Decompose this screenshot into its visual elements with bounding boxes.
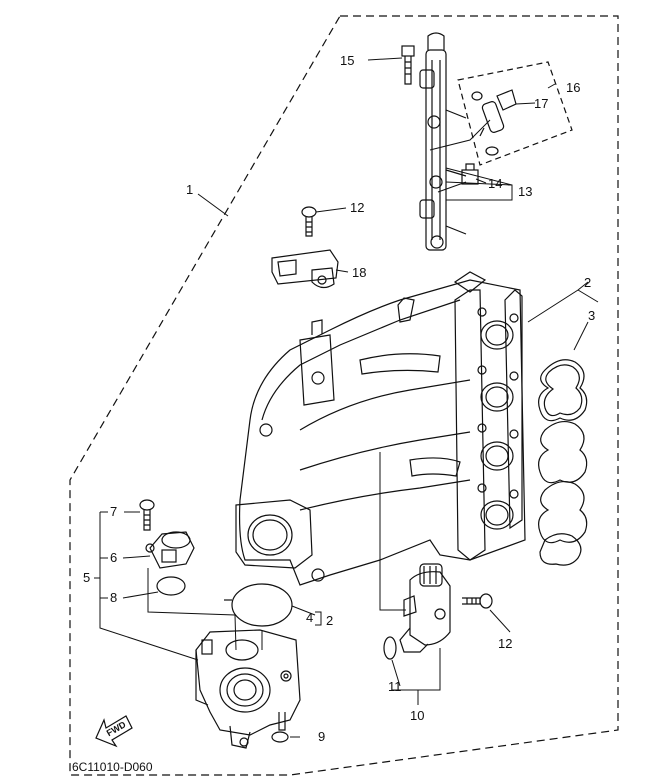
assembly-boundary xyxy=(69,15,619,776)
fwd-arrow-icon xyxy=(95,715,133,748)
bolt-9 xyxy=(271,712,289,743)
fwd-label: FWD xyxy=(105,719,128,738)
screw-12-bottom xyxy=(462,593,493,609)
callout-8: 8 xyxy=(110,590,117,605)
callout-11: 11 xyxy=(388,679,402,694)
callout-2-bottom: 2 xyxy=(326,613,333,628)
callout-14: 14 xyxy=(488,176,502,191)
throttle-body-5 xyxy=(195,629,301,749)
callout-5: 5 xyxy=(83,570,90,585)
callout-12-top: 12 xyxy=(350,200,364,215)
callout-2-top: 2 xyxy=(584,275,591,290)
callout-16: 16 xyxy=(566,80,580,95)
o-ring-11 xyxy=(383,636,397,660)
fuel-injector-17 xyxy=(471,89,517,156)
clip-14 xyxy=(461,163,479,185)
throttle-sensor-6 xyxy=(145,531,195,569)
callout-6: 6 xyxy=(110,550,117,565)
callout-labels: 1 15 16 17 14 13 12 18 2 3 7 6 5 8 4 2 1… xyxy=(83,53,595,744)
fuel-rail xyxy=(419,32,467,251)
callout-18: 18 xyxy=(352,265,366,280)
intake-manifold xyxy=(235,271,526,586)
callout-10: 10 xyxy=(410,708,424,723)
screw-12-top xyxy=(301,206,317,237)
callout-13: 13 xyxy=(518,184,532,199)
callout-15: 15 xyxy=(340,53,354,68)
callout-1: 1 xyxy=(186,182,193,197)
o-ring-8 xyxy=(156,576,186,596)
callout-3: 3 xyxy=(588,308,595,323)
callout-7: 7 xyxy=(110,504,117,519)
iac-valve-10 xyxy=(399,563,451,653)
sensor-18 xyxy=(271,249,339,289)
callout-4: 4 xyxy=(306,610,313,625)
gasket-4 xyxy=(224,583,293,627)
leader-lines xyxy=(94,57,599,738)
callout-9: 9 xyxy=(318,729,325,744)
injector-group-box xyxy=(457,61,573,166)
gasket-3 xyxy=(538,359,588,566)
callout-12-bottom: 12 xyxy=(498,636,512,651)
bolt-15 xyxy=(401,45,415,85)
diagram-code: 6C11010-D060 xyxy=(72,760,153,774)
callout-17: 17 xyxy=(534,96,548,111)
bolt-7 xyxy=(139,499,155,531)
